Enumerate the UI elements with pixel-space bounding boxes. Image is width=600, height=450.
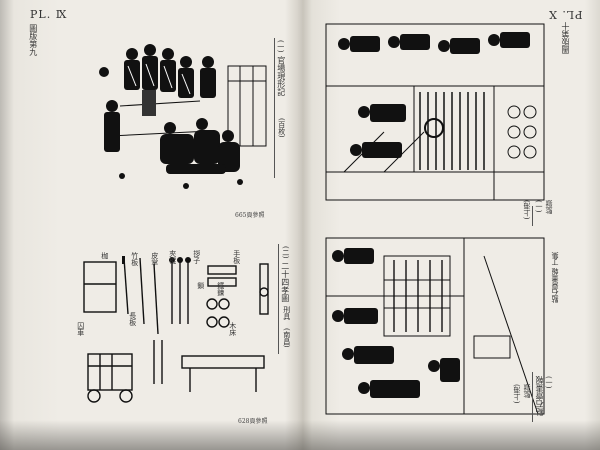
right-fig1-note: (上海) [523, 200, 531, 220]
right-fig2-number: (一) [545, 376, 553, 389]
right-fig1-divider [532, 206, 533, 226]
fig1-number: (一) [276, 40, 285, 53]
label-zanzi: 拶子 [192, 250, 201, 264]
fig2-divider [278, 244, 279, 354]
right-fig2-divider [532, 372, 533, 422]
right-plate-label: PL. Ⅹ [548, 8, 583, 21]
label-qiuche: 囚車 [76, 322, 85, 336]
right-fig1-title: 監獄 [545, 200, 553, 214]
fig1-note: (百枚) [277, 118, 286, 138]
right-page: PL. Ⅹ 圖版第十 [300, 0, 600, 450]
bottom-shadow [0, 420, 600, 450]
right-fig2-note2: (上海) [513, 384, 521, 404]
right-fig1-number: (一) [535, 200, 543, 213]
right-chapter-title: 圖版第十 [561, 22, 570, 54]
right-fig2-note1: 監獄 [523, 384, 531, 398]
prison-scene-illustration [325, 23, 545, 201]
left-chapter-title: 圖版第九 [28, 24, 38, 56]
left-plate-label: PL. Ⅸ [30, 8, 68, 21]
label-tielian: 鐵鍊 [216, 282, 225, 296]
fig2-number: (二) [281, 246, 290, 259]
prison-hall-illustration [325, 237, 545, 415]
fig2-note2: (南昌) [282, 328, 291, 348]
fig1-page-caption: 665頁參照 [235, 212, 265, 219]
fig1-title: 官場現形記 [276, 56, 286, 96]
right-fig2-title: 點石齋畫報 [535, 376, 544, 416]
label-zhuban: 竹板 [130, 252, 139, 266]
fig2-title: 二十四孝圖 [280, 262, 290, 302]
label-suo: 鎖 [196, 282, 205, 289]
label-changban: 長板 [128, 312, 137, 326]
left-page: PL. Ⅸ 圖版第九 [28, 8, 291, 425]
fig2-note1: 刑具 [282, 306, 291, 320]
fig1-divider [274, 38, 275, 178]
label-jiagun: 夾棍 [168, 250, 177, 264]
punishment-tools-illustration [83, 256, 269, 403]
label-muchuang: 木床 [228, 322, 237, 336]
court-scene-illustration [99, 44, 267, 189]
right-side-caption: 點石齋畫報 丁集 [551, 252, 559, 304]
label-pizhang: 皮掌 [150, 252, 159, 266]
label-jia: 枷 [100, 252, 109, 259]
label-shouban: 手板 [232, 250, 241, 264]
